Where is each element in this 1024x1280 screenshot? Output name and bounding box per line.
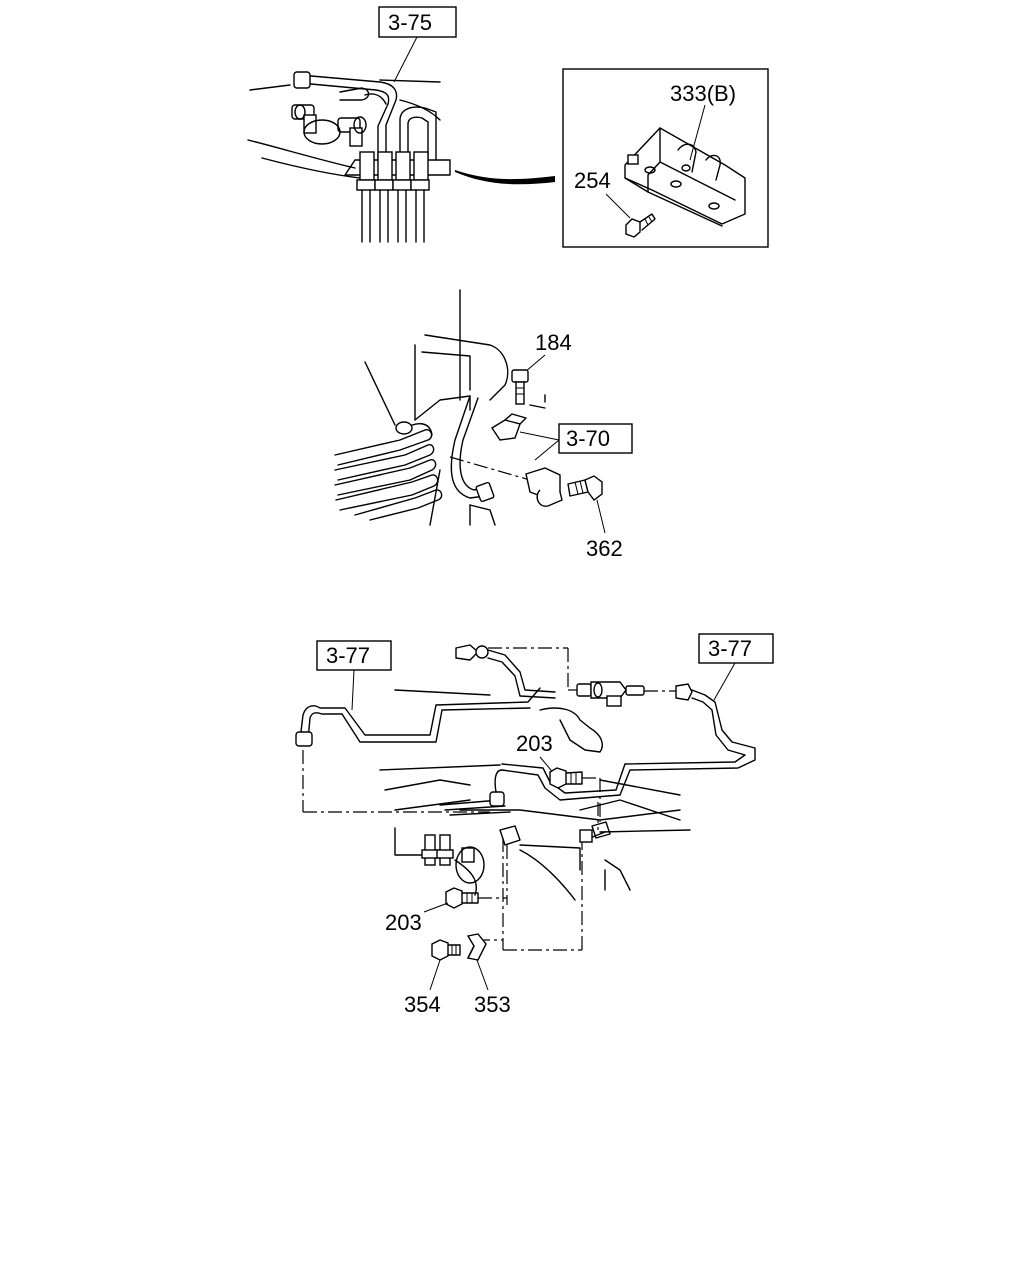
leader-254 [605,193,631,219]
part-label-354: 354 [404,992,441,1017]
leader-333b [689,104,706,161]
part-label-333b: 333(B) [670,81,736,106]
ref-box-3-77-left [316,640,392,671]
ref-label-3-77-left: 3-77 [326,643,370,668]
bolt-184 [511,369,529,405]
ref-label-3-70: 3-70 [566,426,610,451]
clip-353 [466,933,487,961]
bolt-362 [567,475,603,501]
leader-3-77-left [351,669,355,711]
leader-184 [524,354,546,373]
leader-354 [429,959,441,991]
detail-arrow [455,170,555,185]
clip-upper [491,413,527,441]
leader-203-bottom [423,902,449,913]
ref-box-3-70 [558,423,633,454]
part-label-203-bottom: 203 [385,910,422,935]
clamp-lower [525,467,563,507]
tee-connector [576,681,676,707]
top-view-injection-pipes: 3-75 [247,6,769,248]
part-label-353: 353 [474,992,511,1017]
ref-box-3-75 [378,6,457,38]
part-label-362: 362 [586,536,623,561]
bracket-333b [624,127,746,227]
leader-3-70-b [534,439,560,461]
bolt-254 [625,213,656,238]
part-label-203-top: 203 [516,731,553,756]
bolt-354 [431,939,461,961]
ref-label-3-75: 3-75 [388,10,432,35]
detail-inset-frame [562,68,769,248]
studs [421,834,485,884]
ref-label-3-77-right: 3-77 [708,636,752,661]
bottom-view-pipe-routing: 3-77 3-77 [295,633,774,1017]
ref-box-3-77-right [698,633,774,664]
leader-362 [596,499,606,534]
part-label-254: 254 [574,168,611,193]
middle-view-clips: 184 3-70 362 [334,289,633,561]
leader-3-70-a [519,431,560,441]
leader-3-77-right [713,662,736,701]
bolt-203-top [549,767,601,822]
leader-3-75 [393,36,418,83]
part-label-184: 184 [535,330,572,355]
leader-353 [476,959,489,991]
